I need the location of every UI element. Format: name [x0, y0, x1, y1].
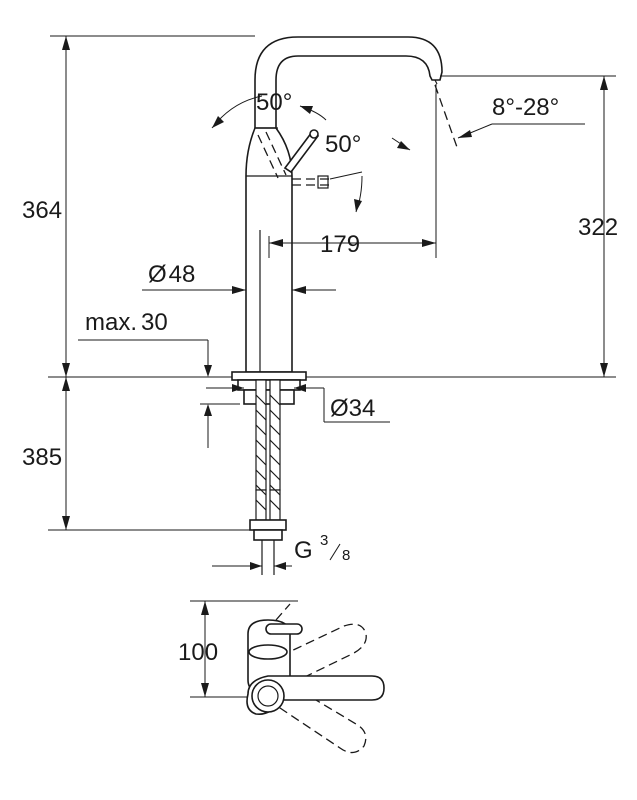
connection-numerator: 3: [320, 532, 328, 549]
max-prefix: max.: [85, 309, 137, 336]
dim-body-diameter-label: Ø48: [148, 261, 195, 288]
faucet-spout: [254, 36, 443, 131]
diameter-value: 48: [169, 261, 196, 288]
dim-spout-height-label: 322: [578, 214, 618, 241]
dim-max-counter-label: max.30: [85, 309, 168, 336]
dim-handle-angle-top: 50°: [211, 89, 327, 129]
lever-handle-open-dashed: [257, 131, 330, 189]
max-value: 30: [141, 309, 168, 336]
dim-handle-angle-side: 50°: [325, 131, 411, 213]
dim-swivel-angle-label: 8°-28°: [492, 94, 559, 121]
lever-handle: [283, 129, 320, 174]
connection-letter: G: [294, 537, 313, 564]
plan-view: 100: [178, 600, 385, 754]
dim-hole-diameter: Ø34: [206, 384, 390, 423]
spout-swivel-dashed: [434, 84, 459, 151]
dim-total-height: 364: [22, 35, 255, 377]
dim-below-counter-label: 385: [22, 444, 62, 471]
dim-below-counter: 385: [22, 377, 250, 531]
supply-hoses: [249, 379, 287, 575]
diameter-symbol: Ø: [148, 261, 167, 288]
dim-body-diameter: Ø48: [142, 261, 336, 294]
dim-max-counter: max.30: [78, 309, 240, 448]
dim-handle-angle-side-label: 50°: [325, 131, 361, 158]
dim-hole-diameter-label: Ø34: [330, 395, 375, 422]
dim-spout-reach: 179: [268, 84, 437, 258]
dim-connection-thread: G 3 8: [212, 532, 350, 570]
dim-total-height-label: 364: [22, 197, 62, 224]
dim-spout-height: 322: [440, 75, 618, 377]
dim-swivel-angle: 8°-28°: [457, 94, 585, 139]
dim-spout-reach-label: 179: [320, 231, 360, 258]
dim-handle-angle-top-label: 50°: [256, 89, 292, 116]
dim-plan-depth-label: 100: [178, 639, 218, 666]
connection-denominator: 8: [342, 547, 350, 564]
